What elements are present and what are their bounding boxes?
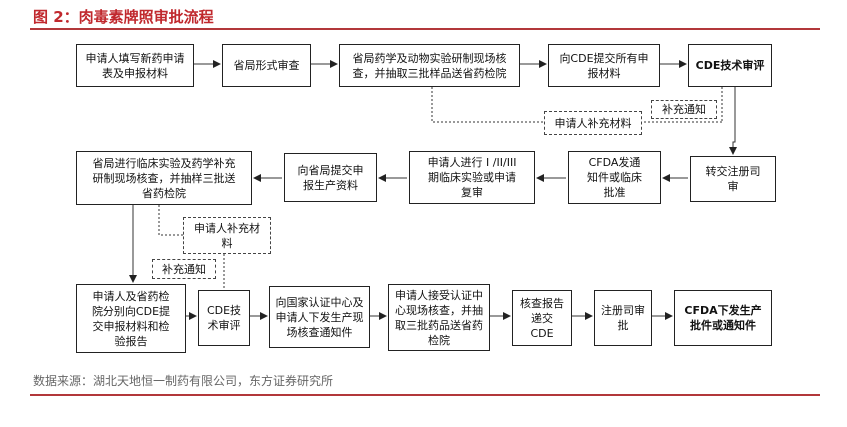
box-submit-cde: 向CDE提交所有申 报材料 xyxy=(548,44,660,87)
box-registry-approval: 注册司审 批 xyxy=(594,290,652,346)
feedback-line-2 xyxy=(158,205,183,236)
box-format-review: 省局形式审查 xyxy=(222,44,311,87)
box-submit-production: 向省局提交申 报生产资料 xyxy=(284,153,377,202)
box-cert-inspection: 申请人接受认证中 心现场核查，并抽 取三批药品送省药 检院 xyxy=(388,284,490,351)
feedback-line-1 xyxy=(431,87,553,123)
box-cde-tech-review-2: CDE技 术审评 xyxy=(198,290,250,346)
top-divider xyxy=(30,28,820,30)
box-site-inspect-2: 省局进行临床实验及药学补充 研制现场核查，并抽样三批送 省药检院 xyxy=(76,151,252,205)
source-note: 数据来源：湖北天地恒一制药有限公司，东方证券研究所 xyxy=(33,374,334,388)
box-notice-1: 补充通知 xyxy=(651,100,717,119)
box-clinical-trials: 申请人进行 I /II/III 期临床实验或申请 复审 xyxy=(409,151,535,204)
arrow-review-to-transfer xyxy=(729,87,737,155)
box-notice-2: 补充通知 xyxy=(152,259,216,279)
box-transfer-registry: 转交注册司 审 xyxy=(690,156,776,202)
box-supplement-1: 申请人补充材料 xyxy=(544,111,642,135)
box-submit-report-cde: 核查报告 递交 CDE xyxy=(512,290,572,346)
box-apply: 申请人填写新药申请 表及申报材料 xyxy=(76,44,194,87)
figure-title: 图 2：肉毒素牌照审批流程 xyxy=(33,8,214,26)
bottom-divider xyxy=(30,394,820,396)
box-site-inspect-1: 省局药学及动物实验研制现场核 查，并抽取三批样品送省药检院 xyxy=(339,44,520,87)
box-cfda-final: CFDA下发生产 批件或通知件 xyxy=(674,290,772,346)
box-submit-reports: 申请人及省药检 院分别向CDE提 交申报材料和检 验报告 xyxy=(76,284,186,353)
box-cde-tech-review-1: CDE技术审评 xyxy=(688,44,772,87)
box-cfda-notice-1: CFDA发通 知件或临床 批准 xyxy=(568,151,661,204)
box-supplement-2: 申请人补充材 料 xyxy=(183,217,271,254)
box-notify-cert-center: 向国家认证中心及 申请人下发生产现 场核查通知件 xyxy=(269,286,370,348)
